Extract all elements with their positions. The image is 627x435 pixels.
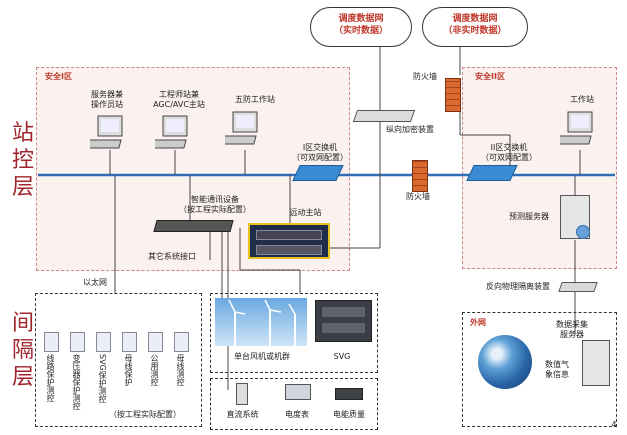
comm-device-label: 智能通讯设备 （按工程实际配置） xyxy=(175,195,255,215)
collector-server-label: 数据采集 服务器 xyxy=(550,320,594,340)
server-operator-label: 服务器兼 操作员站 xyxy=(77,90,137,110)
protection-label-5: 公用测控 xyxy=(150,354,159,386)
comm-device-line2: （按工程实际配置） xyxy=(179,205,251,214)
server-operator-computer-icon xyxy=(82,114,132,158)
protection-label-4: 母线保护 xyxy=(124,354,133,386)
comm-device-line1: 智能通讯设备 xyxy=(191,195,239,204)
server-operator-line2: 操作员站 xyxy=(91,100,123,109)
device-icon xyxy=(122,332,137,352)
safety-zone-1-label: 安全I区 xyxy=(45,72,72,81)
server-operator-line1: 服务器兼 xyxy=(91,90,123,99)
cloud-nonrealtime-line2: （非实时数据） xyxy=(443,26,507,36)
dc-system-label: 直流系统 xyxy=(226,410,259,419)
five-prevention-computer-icon xyxy=(217,110,267,154)
power-quality-label: 电能质量 xyxy=(333,410,365,419)
engineer-station-label: 工程师站兼 AGC/AVC主站 xyxy=(145,90,213,110)
telecontrol-label: 远动主站 xyxy=(289,208,322,217)
cloud-realtime-line1: 调度数据网 xyxy=(338,14,384,24)
workstation-computer-icon xyxy=(552,110,602,154)
forecast-server-disk-icon xyxy=(576,225,590,239)
station-layer-label: 站 控 层 xyxy=(10,120,36,201)
comm-device-icon xyxy=(153,220,234,232)
station-layer-char-3: 层 xyxy=(11,175,34,200)
device-icon xyxy=(44,332,59,352)
wind-turbine-image xyxy=(215,298,307,346)
device-icon xyxy=(70,332,85,352)
protection-label-3: SVG保护测控 xyxy=(98,354,107,403)
firewall-mid-icon xyxy=(412,160,428,192)
firewall-top-label: 防火墙 xyxy=(413,72,437,81)
collector-line2: 服务器 xyxy=(560,330,584,339)
switch-1-icon xyxy=(292,165,344,181)
other-interface-label: 其它系统接口 xyxy=(148,252,196,261)
engineer-line2: AGC/AVC主站 xyxy=(153,100,205,109)
forecast-server-icon xyxy=(560,195,590,239)
device-icon xyxy=(96,332,111,352)
switch-1-line2: （可双网配置） xyxy=(292,153,348,162)
switch-2-icon xyxy=(466,165,518,181)
dispatch-network-nonrealtime-cloud: 调度数据网 （非实时数据） xyxy=(422,7,528,47)
svg-label: SVG xyxy=(333,352,351,361)
external-zone-label: 外网 xyxy=(470,318,486,327)
station-layer-char-2: 控 xyxy=(11,148,34,173)
protection-box xyxy=(35,293,202,427)
firewall-mid-label: 防火墙 xyxy=(406,192,430,201)
protection-note: （按工程实际配置） xyxy=(109,410,181,419)
cloud-realtime-line2: （实时数据） xyxy=(333,26,388,36)
device-icon xyxy=(148,332,163,352)
isolation-device-label: 反向物理隔离装置 xyxy=(486,282,550,291)
switch-1-line1: I区交换机 xyxy=(302,143,338,152)
energy-meter-label: 电度表 xyxy=(285,410,309,419)
power-quality-icon xyxy=(335,388,363,400)
collector-server-icon xyxy=(582,340,610,386)
bay-layer-char-3: 层 xyxy=(11,365,34,390)
bay-layer-label: 间 隔 层 xyxy=(10,310,36,391)
isolation-device-icon xyxy=(558,282,598,292)
firewall-top-icon xyxy=(445,78,461,112)
weather-info-label: 数值气 象信息 xyxy=(540,360,574,380)
collector-line1: 数据采集 xyxy=(556,320,588,329)
cloud-nonrealtime-line1: 调度数据网 xyxy=(452,14,498,24)
engineer-computer-icon xyxy=(147,114,197,158)
station-layer-char-1: 站 xyxy=(11,121,34,146)
encryption-device-icon xyxy=(352,110,416,122)
svg-cabinet-image xyxy=(315,300,372,342)
wind-label: 单台风机或机群 xyxy=(234,352,290,361)
bay-layer-char-2: 隔 xyxy=(11,338,34,363)
engineer-line1: 工程师站兼 xyxy=(159,90,199,99)
ethernet-label: 以太网 xyxy=(83,278,107,287)
switch-2-line1: II区交换机 xyxy=(490,143,528,152)
workstation-label: 工作站 xyxy=(570,95,594,104)
five-prevention-label: 五防工作站 xyxy=(235,95,275,104)
safety-zone-2-label: 安全II区 xyxy=(475,72,505,81)
protection-label-6: 母线测控 xyxy=(176,354,185,386)
protection-label-2: 变压器保护测控 xyxy=(72,354,81,410)
dc-system-icon xyxy=(236,383,248,405)
switch-2-line2: （可双网配置） xyxy=(481,153,537,162)
earth-globe-image xyxy=(478,335,532,389)
dispatch-network-realtime-cloud: 调度数据网 （实时数据） xyxy=(310,7,412,47)
forecast-server-label: 预测服务器 xyxy=(509,212,549,221)
weather-line2: 象信息 xyxy=(545,370,569,379)
protection-label-1: 线路保护测控 xyxy=(46,354,55,402)
bay-layer-char-1: 间 xyxy=(11,311,34,336)
switch-2-label: II区交换机 （可双网配置） xyxy=(474,143,544,163)
switch-1-label: I区交换机 （可双网配置） xyxy=(285,143,355,163)
telecontrol-device-icon xyxy=(248,223,330,259)
encryption-device-label: 纵向加密装置 xyxy=(386,125,434,134)
energy-meter-icon xyxy=(285,384,311,400)
protection-devices-row: 线路保护测控 变压器保护测控 SVG保护测控 母线保护 公用测控 母线测控 xyxy=(40,332,195,412)
page-number: 4 xyxy=(611,420,617,429)
device-icon xyxy=(174,332,189,352)
weather-line1: 数值气 xyxy=(545,360,569,369)
